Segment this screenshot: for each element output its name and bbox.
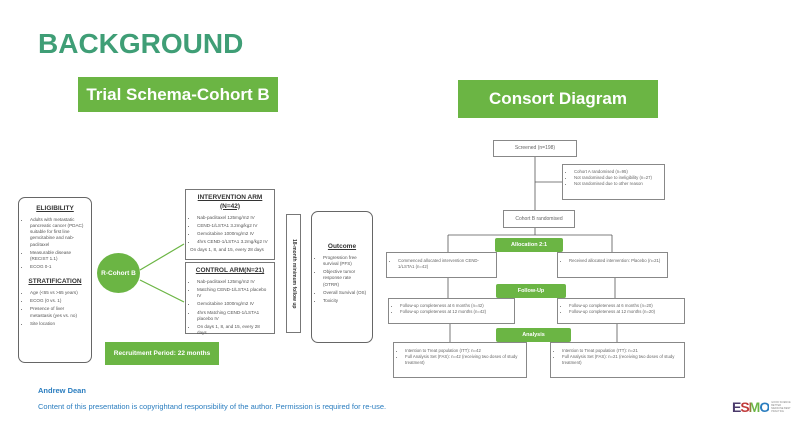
randomisation-circle: R-Cohort B <box>97 253 140 293</box>
arrow-intervention <box>139 243 185 271</box>
intervention-item: Nab-paclitaxel 125mg/m2 IV <box>197 215 270 221</box>
outcome-item: Toxicity <box>323 298 368 304</box>
intervention-item: 4hrs CEND-1/LSTA1 3.2mg/kg2 IV <box>197 239 270 245</box>
eligibility-item: Measurable disease (RECIST 1.1) <box>30 250 87 262</box>
control-item: Nab-paclitaxel 125mg/m2 IV <box>197 279 270 285</box>
stratification-item: Site location <box>30 321 87 327</box>
an-left-item: Intention to Treat population (ITT): n=4… <box>405 348 522 354</box>
control-item: On days 1, 8, and 15, every 28 days <box>197 324 270 336</box>
fu-left-item: Follow-up completeness at 6 months (n=42… <box>400 303 510 309</box>
followup-label: 18-month minimum follow up <box>290 238 297 309</box>
followup-box: 18-month minimum follow up <box>286 214 301 333</box>
an-left-box: Intention to Treat population (ITT): n=4… <box>393 342 527 378</box>
outcome-heading: Outcome <box>327 243 357 250</box>
eligibility-item: ECOG 0-1 <box>30 264 87 270</box>
fu-left-item: Follow-up completeness at 12 months (n=4… <box>400 309 510 315</box>
eligibility-heading: ELIGIBILITY <box>36 205 74 212</box>
control-heading: CONTROL ARM(N=21) <box>195 267 265 274</box>
stratification-item: Presence of liver metastasis (yes vs. no… <box>30 306 87 318</box>
intervention-schedule: On days 1, 8, and 15, every 28 days <box>190 247 264 253</box>
recruitment-period: Recruitment Period: 22 months <box>105 342 219 365</box>
intervention-item: Gemcitabine 1000mg/m2 IV <box>197 231 270 237</box>
esmo-logo-text: ESMO <box>732 399 770 415</box>
fu-right-item: Follow-up completeness at 12 months (n=2… <box>569 309 680 315</box>
stratification-item: Age (<65 vs >65 years) <box>30 290 87 296</box>
excluded-item: Not randomised due to other reason <box>574 181 660 187</box>
esmo-logo: ESMO GOOD SCIENCE BETTER MEDICINE BEST P… <box>732 399 791 415</box>
outcome-item: Objective tumor response rate (OTRR) <box>323 269 368 288</box>
alloc-right-box: Received allocated intervention: Placebo… <box>557 252 668 278</box>
alloc-right-text: Received allocated intervention: Placebo… <box>569 258 663 264</box>
alloc-left-text: Commenced allocated intervention CEND-1/… <box>398 258 492 270</box>
trial-schema-header: Trial Schema-Cohort B <box>78 77 278 112</box>
intervention-arm-box: INTERVENTION ARM (N=42) Nab-paclitaxel 1… <box>185 189 275 260</box>
fu-right-box: Follow-up completeness at 6 months (n=20… <box>557 298 685 324</box>
an-right-box: Intention to Treat population (ITT): n=2… <box>550 342 685 378</box>
followup-tag: Follow-Up <box>496 284 566 298</box>
an-left-item: Full Analysis Set (FAS): n=42 (receiving… <box>405 354 522 366</box>
analysis-tag: Analysis <box>496 328 571 342</box>
copyright-notice: Content of this presentation is copyrigh… <box>38 402 387 411</box>
control-item: 4hrs Matching CEND-1/LSTA1 placebo IV <box>197 310 270 322</box>
control-item: Matching CEND-1/LSTA1 placebo IV <box>197 287 270 299</box>
author-name: Andrew Dean <box>38 386 86 395</box>
control-item: Gemcitabine 1000mg/m2 IV <box>197 301 270 307</box>
fu-right-item: Follow-up completeness at 6 months (n=20… <box>569 303 680 309</box>
eligibility-item: Adults with metastatic pancreatic cancer… <box>30 217 87 248</box>
control-arm-box: CONTROL ARM(N=21) Nab-paclitaxel 125mg/m… <box>185 262 275 336</box>
an-right-item: Intention to Treat population (ITT): n=2… <box>562 348 680 354</box>
excluded-box: Cohort A randomised (n=95) Not randomise… <box>562 164 665 200</box>
outcome-box: Outcome Progression free survival (PFS) … <box>311 211 373 343</box>
cohort-b-box: Cohort B randomised <box>503 210 575 228</box>
consort-header: Consort Diagram <box>458 80 658 118</box>
fu-left-box: Follow-up completeness at 6 months (n=42… <box>388 298 515 324</box>
excluded-item: Not randomised due to ineligibility (n=2… <box>574 175 660 181</box>
stratification-item: ECOG (0 vs. 1) <box>30 298 87 304</box>
intervention-heading: INTERVENTION ARM (N=42) <box>197 194 263 210</box>
intervention-item: CEND-1/LSTA1 3.2mg/kg2 IV <box>197 223 270 229</box>
allocation-tag: Allocation 2:1 <box>495 238 563 252</box>
page-title: BACKGROUND <box>38 28 244 59</box>
outcome-item: Overall Survival (OS) <box>323 290 368 296</box>
outcome-item: Progression free survival (PFS) <box>323 255 368 267</box>
arrow-control <box>139 279 185 303</box>
an-right-item: Full Analysis Set (FAS): n=21 (receiving… <box>562 354 680 366</box>
stratification-heading: STRATIFICATION <box>28 278 82 286</box>
alloc-left-box: Commenced allocated intervention CEND-1/… <box>386 252 497 278</box>
excluded-item: Cohort A randomised (n=95) <box>574 169 660 175</box>
eligibility-box: ELIGIBILITY Adults with metastatic pancr… <box>18 197 92 363</box>
esmo-tagline: GOOD SCIENCE BETTER MEDICINE BEST PRACTI… <box>771 401 791 413</box>
screened-box: Screened (n=198) <box>493 140 577 157</box>
